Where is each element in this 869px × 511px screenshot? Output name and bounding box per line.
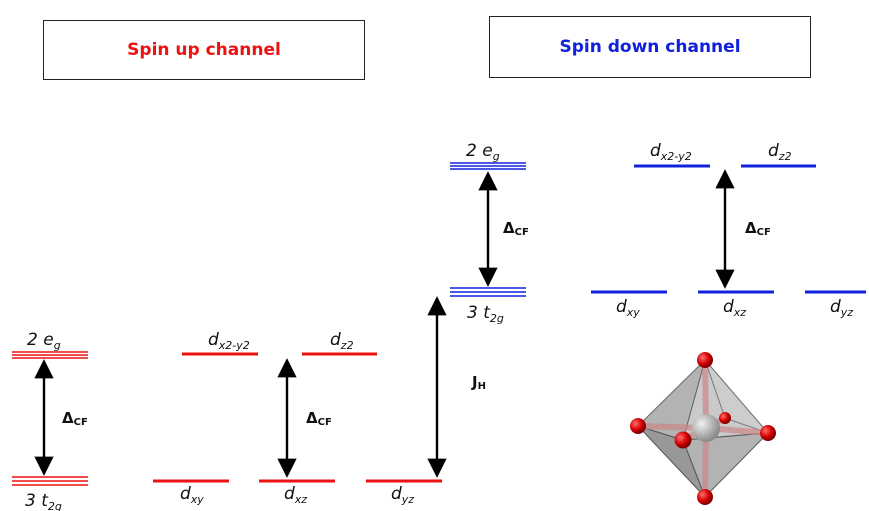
spin-up-eg-label: 2 eg bbox=[27, 330, 61, 352]
octahedron-illustration bbox=[630, 352, 776, 505]
spin-up-dz2-label: dz2 bbox=[330, 330, 354, 352]
spin-up-delta-cf-split: ΔCF bbox=[306, 409, 332, 428]
spin-down-dz2-label: dz2 bbox=[768, 141, 792, 163]
spin-down-header: Spin down channel bbox=[489, 16, 811, 78]
ligand-atom-front bbox=[674, 431, 692, 449]
spin-up-dxy-label: dxy bbox=[180, 484, 204, 506]
spin-up-eg-level bbox=[12, 351, 88, 359]
ligand-atom-right bbox=[760, 425, 776, 441]
ligand-atom-top bbox=[697, 352, 713, 368]
spin-up-dxz-label: dxz bbox=[284, 484, 307, 506]
ligand-atom-back bbox=[719, 412, 731, 424]
ligand-atom-bottom bbox=[697, 489, 713, 505]
hund-coupling-label: JH bbox=[471, 373, 486, 392]
spin-up-delta-cf-left: ΔCF bbox=[62, 409, 88, 428]
spin-down-t2g-label: 3 t2g bbox=[467, 303, 504, 325]
spin-up-t2g-level bbox=[12, 476, 88, 486]
spin-down-dxy-label: dxy bbox=[616, 297, 640, 319]
spin-up-dyz-label: dyz bbox=[391, 484, 414, 506]
spin-down-eg-label: 2 eg bbox=[466, 141, 500, 163]
spin-down-delta-cf-split: ΔCF bbox=[745, 219, 771, 238]
spin-down-title: Spin down channel bbox=[559, 37, 741, 57]
spin-down-dxz-label: dxz bbox=[723, 297, 746, 319]
ligand-atom-left bbox=[630, 418, 646, 434]
metal-center-atom bbox=[692, 414, 720, 442]
spin-up-dx2y2-label: dx2-y2 bbox=[208, 330, 250, 352]
spin-up-header: Spin up channel bbox=[43, 20, 365, 80]
spin-down-t2g-level bbox=[450, 287, 526, 297]
spin-down-eg-level bbox=[450, 162, 526, 170]
spin-down-delta-cf-left: ΔCF bbox=[503, 219, 529, 238]
spin-down-dyz-label: dyz bbox=[830, 297, 853, 319]
spin-up-t2g-label: 3 t2g bbox=[25, 491, 62, 511]
spin-up-title: Spin up channel bbox=[127, 40, 281, 60]
spin-down-dx2y2-label: dx2-y2 bbox=[650, 141, 692, 163]
